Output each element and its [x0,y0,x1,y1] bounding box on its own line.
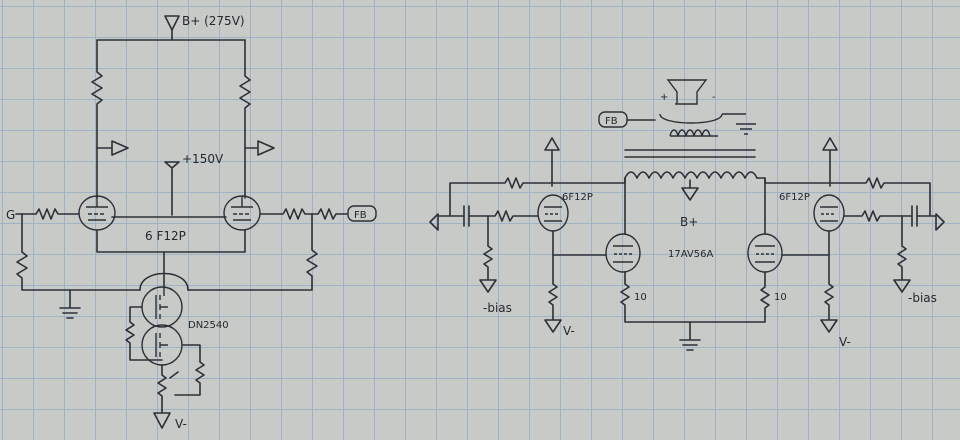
gate-resistor-right [169,344,205,396]
vminus-a-label: V- [563,324,575,338]
output-arrow-right-icon [244,140,275,156]
driver-tube-right-icon [813,194,845,232]
tube-right-b-label: 6F12P [779,192,810,203]
fb-left-label: FB [354,210,367,221]
speaker-icon [659,79,756,137]
output-tube-right-icon [747,233,783,273]
lower-bus [96,229,246,253]
ground-right-icon [679,321,701,351]
supply-arrow-icon [164,15,180,31]
gate-resistor-left [125,306,163,361]
speaker-plus-label: + [660,92,668,103]
fb-left-box [347,205,377,222]
left-circuit: B+ (275V) +150V G FB 6 F12P [6,14,377,431]
bias-right-resistor [893,215,911,293]
cathode-resistors [620,271,770,323]
bias-left-resistor [479,215,497,293]
transformer-core [624,149,756,158]
ground-input-label: G [6,208,15,222]
feedback-resistor-left [449,177,553,216]
driver-right-cathode [820,230,838,333]
output-tube-label: 17AV56A [668,249,713,260]
tube-right-icon [223,195,261,231]
vminus-left-label: V- [175,417,187,431]
right-grid-leak [187,213,318,291]
vminus-left-icon [153,409,171,429]
plate-to-transformer-left [552,177,626,184]
tube-left-icon [78,195,116,231]
right-grid-resistors [259,208,349,220]
input-cap-left [429,205,539,231]
mid-supply-arrow-icon [164,161,180,216]
right-plate-resistor [239,39,251,199]
mid-supply-label: +150V [182,152,224,166]
tube-right-a-label: 6F12P [562,192,593,203]
left-grid-leak [16,213,141,291]
current-source-mosfet-bottom-icon [141,324,183,366]
b-plus-right-label: B+ [680,215,698,229]
vminus-b-label: V- [839,335,851,349]
feedback-resistor-right [764,177,931,216]
source-resistor [157,364,167,411]
right-circuit: FB + - B+ 17AV56A 10 10 [429,79,945,351]
left-grid-resistor [15,208,80,220]
bias-left-label: -bias [483,301,512,315]
res-b-label: 10 [774,292,787,303]
supply-label: B+ (275V) [182,14,245,28]
speaker-minus-label: - [712,92,716,103]
current-source-label: DN2540 [188,320,229,331]
left-plate-resistor [91,39,103,199]
ground-left-icon [59,289,81,319]
driver-left-cathode [544,230,562,333]
res-a-label: 10 [634,292,647,303]
input-cap-right [843,205,945,231]
top-rail [96,29,246,41]
tube-left-label: 6 F12P [145,229,186,243]
transformer-primary [624,171,758,179]
fb-right-label: FB [605,116,618,127]
output-arrow-left-icon [96,140,129,156]
driver-left-supply-icon [544,137,560,187]
driver-right-supply-icon [822,137,838,187]
b-plus-right-arrow-icon [681,179,699,201]
output-tube-left-icon [605,233,641,273]
current-source-mosfet-top-icon [141,285,183,328]
bias-right-label: -bias [908,291,937,305]
